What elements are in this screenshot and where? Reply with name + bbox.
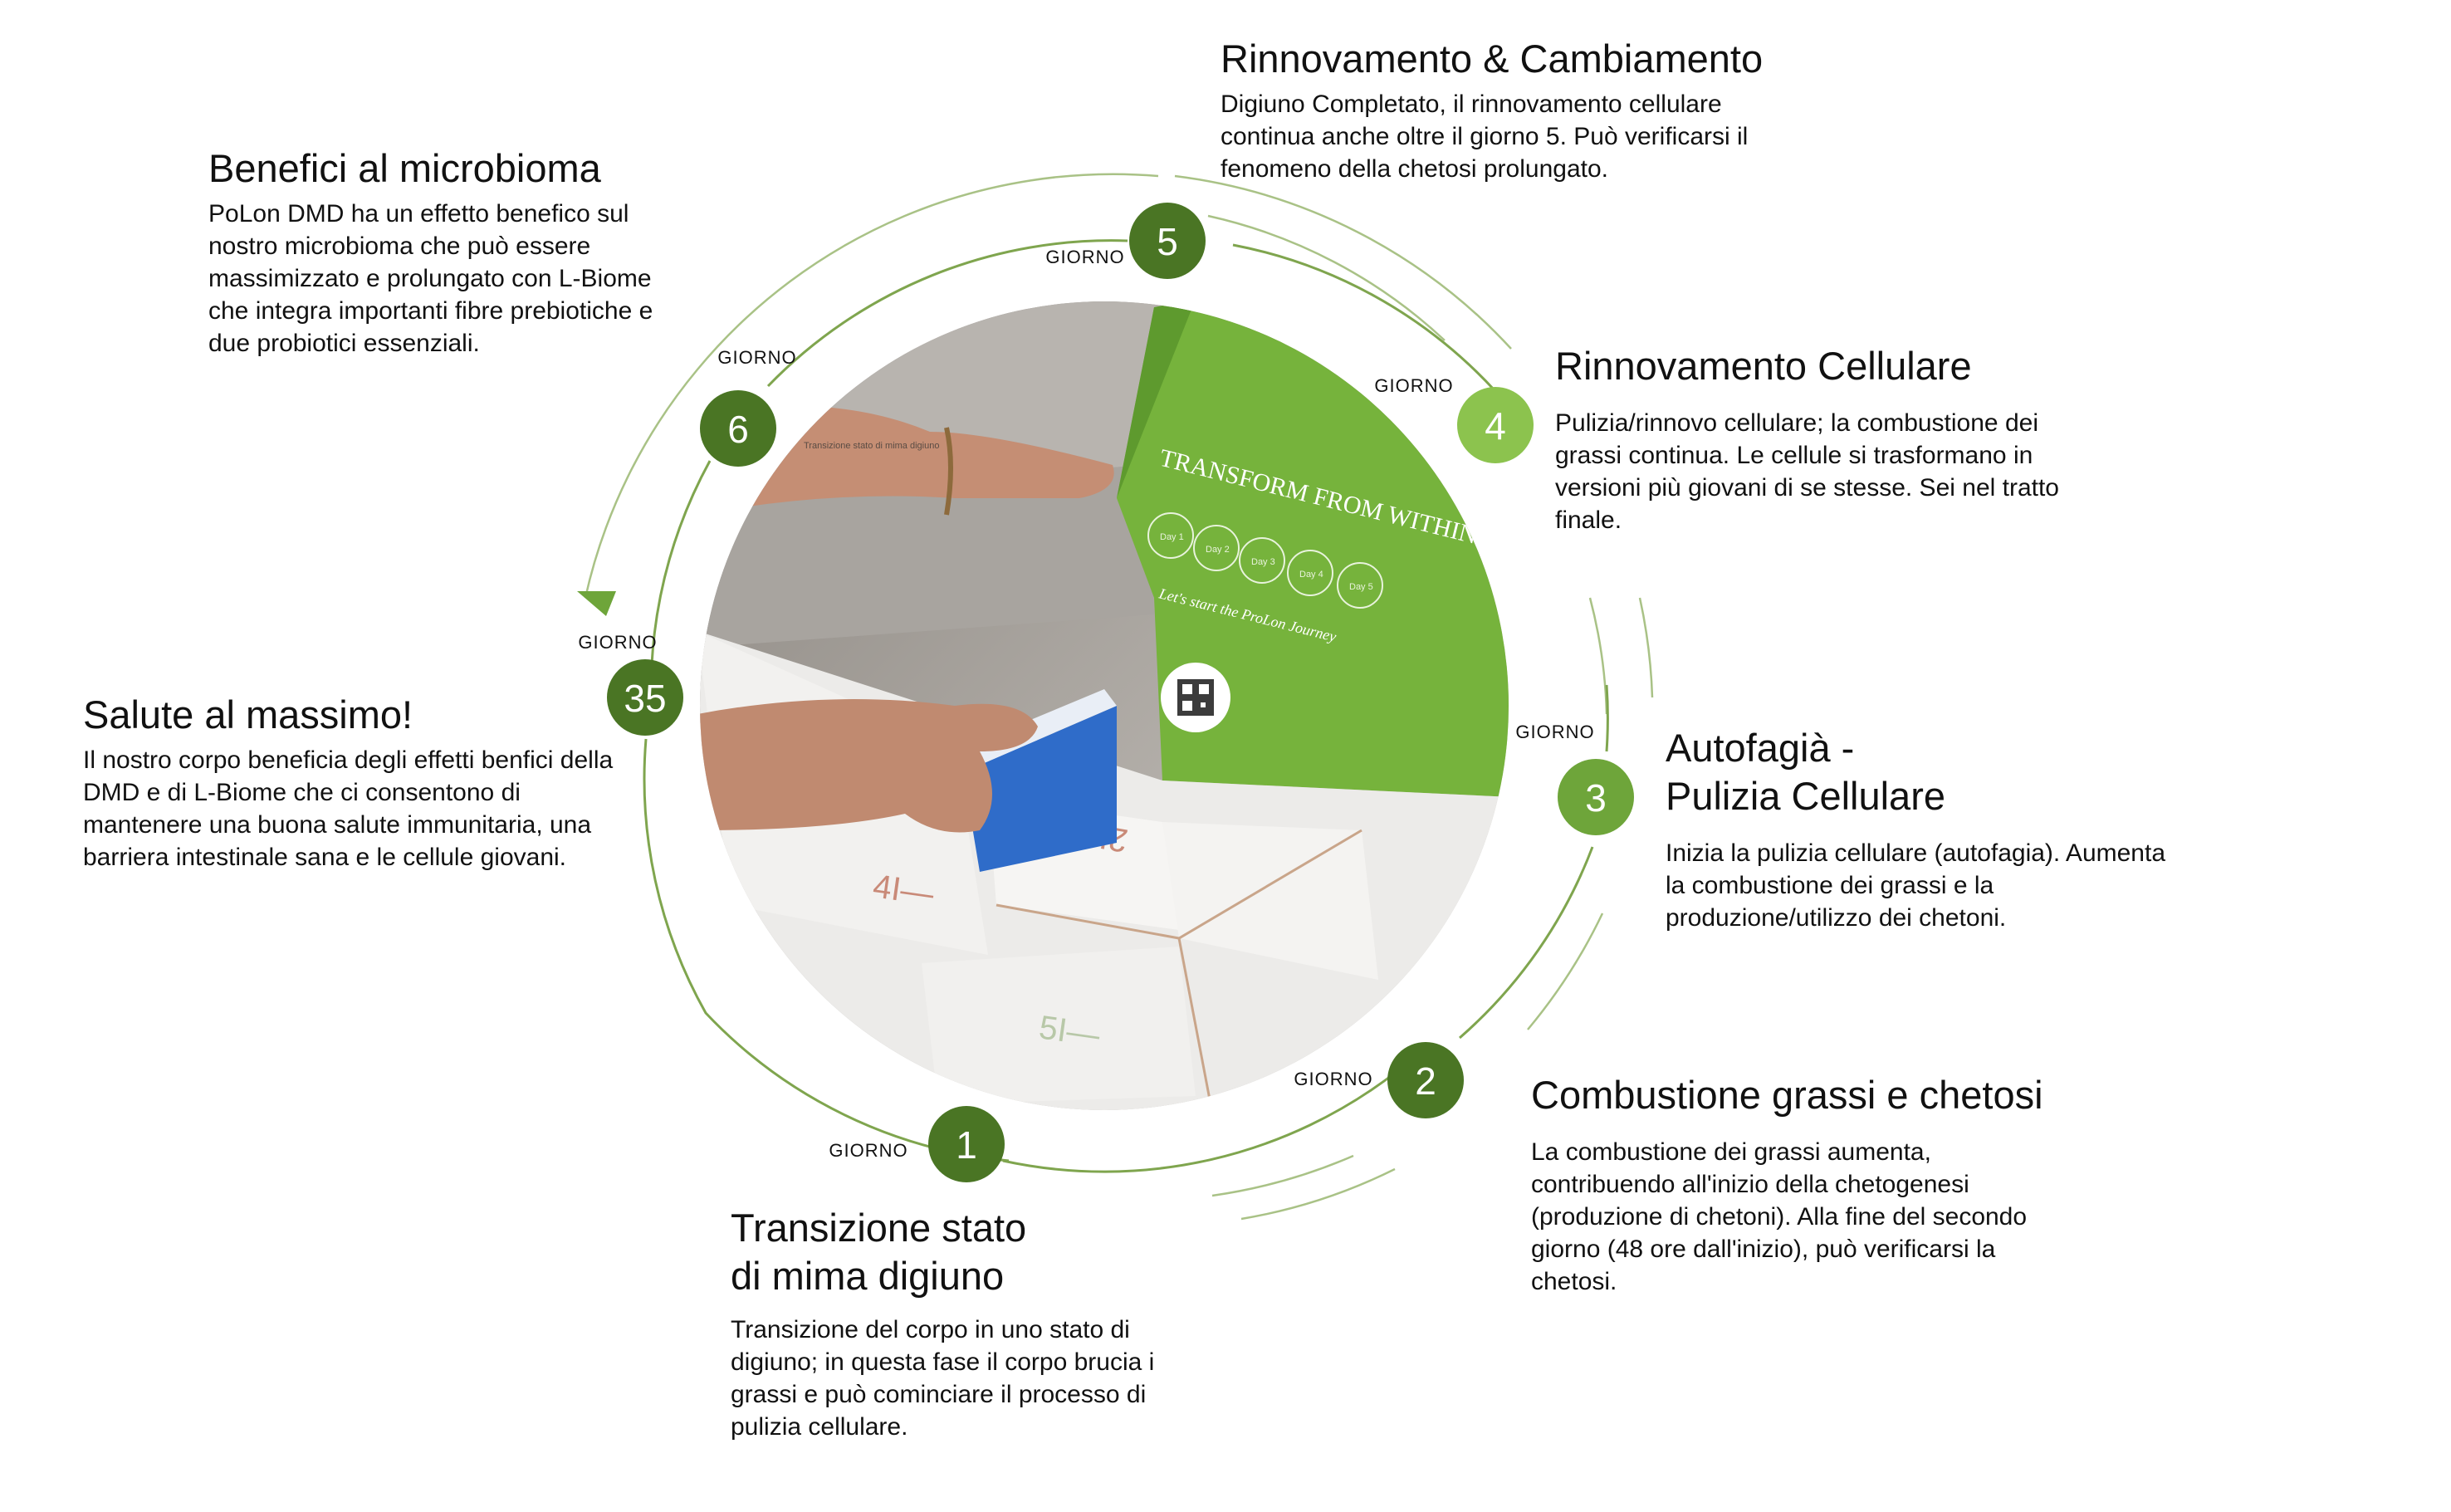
giorno-label: GIORNO xyxy=(829,1140,908,1161)
box-day-label: Day 4 xyxy=(1299,570,1323,580)
outer-arcs xyxy=(584,173,1654,1221)
giorno-label: GIORNO xyxy=(1045,247,1124,267)
step-title: Transizione stato xyxy=(731,1206,1027,1250)
step-35-text: Salute al massimo! Il nostro corpo benef… xyxy=(83,691,631,873)
main-ring xyxy=(643,239,1609,1173)
day-node-5 xyxy=(1129,203,1206,279)
step-title: Autofagià - xyxy=(1666,726,1855,770)
day-node-4 xyxy=(1457,387,1534,463)
box-day-label: Day 3 xyxy=(1251,557,1275,567)
day-number: 6 xyxy=(727,408,749,451)
box-day-label: Day 2 xyxy=(1206,545,1230,555)
day-node-3 xyxy=(1558,759,1634,835)
step-title: Benefici al microbioma xyxy=(208,146,601,190)
product-photo: TRANSFORM FROM WITHIN Day 1 Day 2 Day 3 … xyxy=(700,301,1509,1110)
step-2-text: Combustione grassi e chetosi La combusti… xyxy=(1531,1071,2096,1298)
day-number: 2 xyxy=(1415,1059,1436,1103)
qr-code-icon xyxy=(1161,663,1230,732)
step-body: La combustione dei grassi aumenta, contr… xyxy=(1531,1138,2028,1295)
giorno-label: GIORNO xyxy=(1374,375,1453,396)
day-number: 35 xyxy=(624,677,666,720)
step-title: Combustione grassi e chetosi xyxy=(1531,1073,2043,1117)
day-node-2 xyxy=(1387,1042,1464,1118)
step-3-text: Autofagià - Pulizia Cellulare Inizia la … xyxy=(1666,724,2180,934)
step-4-text: Rinnovamento Cellulare Pulizia/rinnovo c… xyxy=(1555,342,2095,536)
day-nodes xyxy=(607,203,1634,1182)
giorno-label: GIORNO xyxy=(717,347,796,368)
step-title: Rinnovamento Cellulare xyxy=(1555,344,1972,388)
box-day-circles xyxy=(1147,512,1383,609)
step-5-text: Rinnovamento & Cambiamento Digiuno Compl… xyxy=(1221,35,1852,185)
step-body: Pulizia/rinnovo cellulare; la combustion… xyxy=(1555,409,2059,534)
step-body: Transizione del corpo in uno stato di di… xyxy=(731,1316,1155,1441)
step-6-text: Benefici al microbioma PoLon DMD ha un e… xyxy=(208,144,690,360)
svg-text:4I—: 4I— xyxy=(871,868,937,913)
day-number: 4 xyxy=(1485,404,1506,448)
step-title: di mima digiuno xyxy=(731,1254,1005,1298)
giorno-label: GIORNO xyxy=(1294,1069,1372,1089)
step-body: Il nostro corpo beneficia degli effetti … xyxy=(83,746,614,871)
step-body: Digiuno Completato, il rinnovamento cell… xyxy=(1221,91,1749,183)
box-day-label: Day 1 xyxy=(1160,532,1184,542)
day-node-1 xyxy=(928,1106,1005,1182)
step-1-text: Transizione stato di mima digiuno Transi… xyxy=(731,1204,1245,1443)
box-day-label: Day 5 xyxy=(1349,582,1373,592)
giorno-label: GIORNO xyxy=(578,632,657,653)
step-title: Rinnovamento & Cambiamento xyxy=(1221,37,1764,81)
step-body: Inizia la pulizia cellulare (autofagia).… xyxy=(1666,839,2166,932)
step-body: PoLon DMD ha un effetto benefico sul nos… xyxy=(208,200,653,357)
step-title: Pulizia Cellulare xyxy=(1666,774,1945,818)
day-number: 3 xyxy=(1585,776,1607,820)
day-number: 5 xyxy=(1157,220,1178,263)
day-node-35 xyxy=(607,659,683,736)
svg-text:5I—: 5I— xyxy=(1037,1009,1103,1054)
day-number: 1 xyxy=(956,1123,977,1167)
arrow-icon xyxy=(577,591,616,616)
step-title: Salute al massimo! xyxy=(83,692,413,736)
photo-caption: Transizione stato di mima digiuno xyxy=(804,441,939,451)
giorno-label: GIORNO xyxy=(1515,722,1594,742)
day-node-6 xyxy=(700,390,776,467)
